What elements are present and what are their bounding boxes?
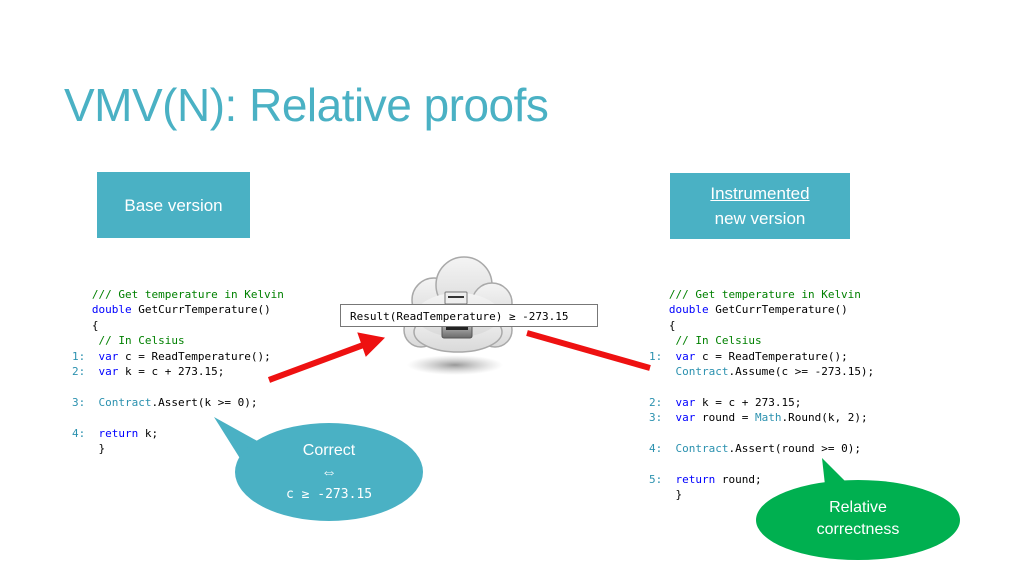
correct-callout	[214, 417, 423, 521]
line-number: 1:	[649, 349, 663, 363]
code-keyword: var	[675, 411, 696, 425]
code-keyword: return	[675, 472, 716, 486]
code-text: c = ReadTemperature();	[118, 349, 271, 363]
code-text: {	[668, 318, 676, 332]
line-number: 5:	[649, 472, 663, 486]
code-comment: // In Celsius	[91, 334, 185, 348]
code-text: round =	[695, 411, 755, 425]
code-text: }	[675, 488, 683, 502]
slide-title: VMV(N): Relative proofs	[64, 79, 549, 131]
code-text: GetCurrTemperature()	[131, 303, 271, 317]
code-text: k = c + 273.15;	[695, 395, 802, 409]
line-number: 3:	[649, 411, 663, 425]
correct-callout-text: Correct ⇔ c ≥ -273.15	[259, 440, 399, 506]
code-text: round;	[715, 472, 762, 486]
code-text: .Round(k, 2);	[781, 411, 868, 425]
line-number: 3:	[72, 395, 86, 409]
code-keyword: double	[668, 303, 709, 317]
code-text: k = c + 273.15;	[118, 365, 225, 379]
code-text: GetCurrTemperature()	[708, 303, 848, 317]
code-type: Contract	[98, 395, 152, 409]
code-keyword: var	[98, 365, 119, 379]
code-text: {	[91, 318, 99, 332]
instrumented-version-box: Instrumented new version	[670, 173, 850, 239]
line-number: 1:	[72, 349, 86, 363]
correct-condition: c ≥ -273.15	[285, 487, 373, 502]
code-text: c = ReadTemperature();	[695, 349, 848, 363]
code-comment: // In Celsius	[668, 334, 762, 348]
code-type: Contract	[675, 442, 729, 456]
code-text: .Assert(round >= 0);	[728, 442, 861, 456]
code-text: .Assume(c >= -273.15);	[728, 365, 875, 379]
code-keyword: var	[675, 395, 696, 409]
instrumented-link[interactable]: Instrumented	[710, 184, 810, 203]
line-number: 4:	[649, 442, 663, 456]
equivalence-symbol: ⇔	[321, 464, 337, 481]
code-type: Math	[754, 411, 782, 425]
relative-callout	[756, 458, 960, 560]
relative-callout-text: Relative correctness	[788, 497, 928, 541]
instrumented-code-block: /// Get temperature in Kelvin double Get…	[649, 287, 874, 503]
code-type: Contract	[675, 365, 729, 379]
code-comment: /// Get temperature in Kelvin	[668, 288, 861, 301]
base-version-box: Base version	[97, 172, 250, 238]
code-comment: /// Get temperature in Kelvin	[91, 288, 284, 301]
correct-label: Correct	[302, 442, 356, 459]
line-number: 4:	[72, 426, 86, 440]
line-number: 2:	[72, 365, 86, 379]
code-keyword: double	[91, 303, 132, 317]
left-arrow	[267, 332, 386, 383]
base-code-block: /// Get temperature in Kelvin double Get…	[72, 287, 284, 456]
line-number: 2:	[649, 395, 663, 409]
base-version-label: Base version	[124, 195, 223, 215]
code-keyword: var	[675, 349, 696, 363]
result-constraint-box: Result(ReadTemperature) ≥ -273.15	[340, 304, 598, 327]
code-text: .Assert(k >= 0);	[151, 395, 258, 409]
code-text: }	[98, 442, 106, 456]
right-connector-line	[526, 330, 651, 371]
code-keyword: var	[98, 349, 119, 363]
new-version-label: new version	[714, 209, 806, 228]
relative-label: Relative	[829, 499, 887, 516]
code-keyword: return	[98, 426, 139, 440]
code-text: k;	[138, 426, 159, 440]
correctness-label: correctness	[816, 521, 900, 538]
